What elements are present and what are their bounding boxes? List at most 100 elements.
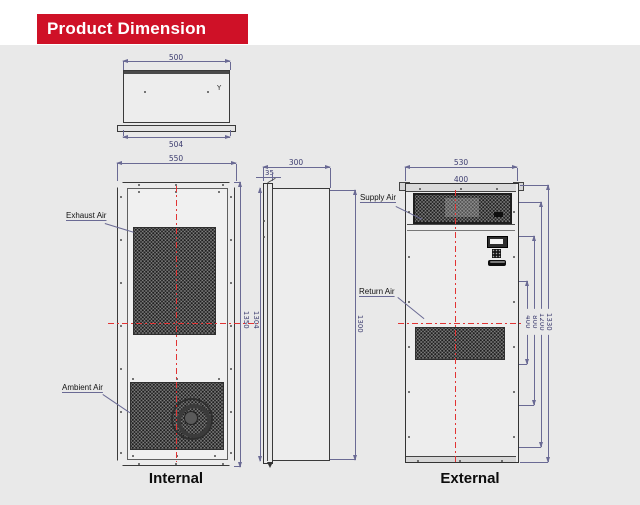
dim-line-35 bbox=[256, 177, 281, 178]
dim-label-1300: 1300 bbox=[355, 314, 364, 333]
screw-dot bbox=[229, 452, 232, 454]
centerline-horizontal-external bbox=[398, 323, 523, 324]
centerline-horizontal-internal bbox=[108, 323, 258, 324]
screw-dot bbox=[501, 459, 503, 462]
screw-dot bbox=[138, 183, 140, 186]
screw-dot bbox=[175, 183, 177, 186]
screw-dot bbox=[119, 325, 122, 327]
screw-dot bbox=[218, 378, 220, 380]
ext-line bbox=[123, 62, 124, 70]
ext-line bbox=[519, 405, 534, 406]
ext-line bbox=[230, 62, 231, 70]
door-handle-slot bbox=[488, 260, 506, 266]
screw-dot bbox=[175, 462, 177, 465]
fan-mid-ring bbox=[177, 404, 211, 438]
dim-label-550: 550 bbox=[168, 154, 184, 163]
dim-label-1330: 1330 bbox=[544, 308, 553, 335]
ext-line bbox=[330, 190, 355, 191]
dim-line-1300 bbox=[352, 189, 357, 461]
supply-air-grille bbox=[413, 193, 512, 224]
external-divider-line bbox=[407, 224, 515, 225]
screw-dot bbox=[222, 183, 224, 186]
dim-line-1304 bbox=[257, 187, 262, 462]
screw-dot bbox=[119, 368, 122, 370]
screw-dot bbox=[229, 368, 232, 370]
dim-label-35: 35 bbox=[265, 169, 274, 177]
screw-dot bbox=[222, 462, 224, 465]
centerline-vertical-internal bbox=[176, 186, 177, 462]
screw-dot bbox=[119, 452, 122, 454]
dim-label-530: 530 bbox=[453, 158, 469, 167]
supply-air-label: Supply Air bbox=[359, 193, 396, 202]
ext-line bbox=[520, 462, 548, 463]
ext-line bbox=[230, 130, 231, 136]
ext-line bbox=[519, 236, 534, 237]
ext-line bbox=[330, 168, 331, 188]
dim-line-1350 bbox=[237, 181, 242, 468]
centerline-vertical-external bbox=[455, 190, 456, 462]
screw-dot bbox=[176, 378, 178, 380]
external-bottom-rail bbox=[406, 456, 516, 462]
fan-outer-ring bbox=[171, 398, 213, 440]
dim-label-400-top: 400 bbox=[453, 175, 469, 184]
ext-line bbox=[517, 168, 518, 181]
dim-line-504 bbox=[122, 134, 231, 139]
return-air-grille bbox=[415, 327, 505, 360]
screw-dot bbox=[132, 378, 134, 380]
screw-dot bbox=[119, 239, 122, 241]
ext-line bbox=[117, 164, 118, 181]
ext-line bbox=[519, 447, 541, 448]
ext-line bbox=[519, 281, 527, 282]
dim-line-300 bbox=[262, 164, 331, 169]
ext-line bbox=[519, 364, 527, 365]
external-divider-line-2 bbox=[407, 230, 515, 231]
controller-keypad bbox=[492, 249, 501, 258]
screw-dot bbox=[512, 346, 515, 348]
controller-display-screen bbox=[490, 239, 503, 244]
screw-dot bbox=[407, 256, 410, 258]
screw-dot bbox=[207, 91, 209, 93]
supply-grille-badge bbox=[494, 212, 503, 217]
dim-label-300: 300 bbox=[288, 158, 304, 167]
dim-label-1304: 1304 bbox=[251, 310, 260, 329]
dim-label-1350: 1350 bbox=[241, 310, 250, 329]
ext-line bbox=[234, 466, 241, 467]
page-title: Product Dimension bbox=[47, 19, 207, 38]
exhaust-air-grille bbox=[133, 227, 216, 335]
screw-dot bbox=[459, 459, 461, 462]
ext-line bbox=[330, 459, 355, 460]
title-banner: Product Dimension bbox=[37, 14, 248, 44]
door-handle-highlight bbox=[490, 261, 505, 263]
exhaust-air-label: Exhaust Air bbox=[66, 211, 107, 220]
screw-dot bbox=[138, 462, 140, 465]
screw-dot bbox=[229, 196, 232, 198]
external-view-caption: External bbox=[440, 470, 500, 487]
dim-label-504: 504 bbox=[168, 140, 184, 149]
ext-line bbox=[123, 130, 124, 136]
side-view-bottom-notch bbox=[267, 462, 273, 468]
screw-dot bbox=[218, 190, 220, 193]
top-view-flange bbox=[117, 125, 236, 132]
side-view-door-line bbox=[267, 184, 268, 461]
screw-dot bbox=[407, 346, 410, 348]
screw-dot bbox=[496, 187, 498, 190]
ext-line bbox=[263, 173, 264, 181]
screw-dot bbox=[419, 187, 421, 190]
screw-dot bbox=[214, 454, 216, 457]
top-view-body bbox=[123, 70, 230, 123]
ext-line bbox=[272, 173, 273, 181]
side-view-body bbox=[272, 188, 330, 461]
screw-dot bbox=[138, 190, 140, 193]
screw-dot bbox=[512, 436, 515, 438]
ambient-air-label: Ambient Air bbox=[62, 383, 103, 392]
screw-dot bbox=[512, 391, 515, 393]
dim-line-500 bbox=[122, 58, 231, 63]
ext-line bbox=[234, 182, 241, 183]
screw-dot bbox=[407, 301, 410, 303]
screw-dot bbox=[407, 391, 410, 393]
top-view-front-edge bbox=[124, 71, 229, 74]
return-air-label: Return Air bbox=[359, 287, 395, 296]
supply-grille-fan-shadow bbox=[445, 198, 479, 217]
dim-label-500: 500 bbox=[168, 53, 184, 62]
screw-dot bbox=[407, 211, 410, 213]
